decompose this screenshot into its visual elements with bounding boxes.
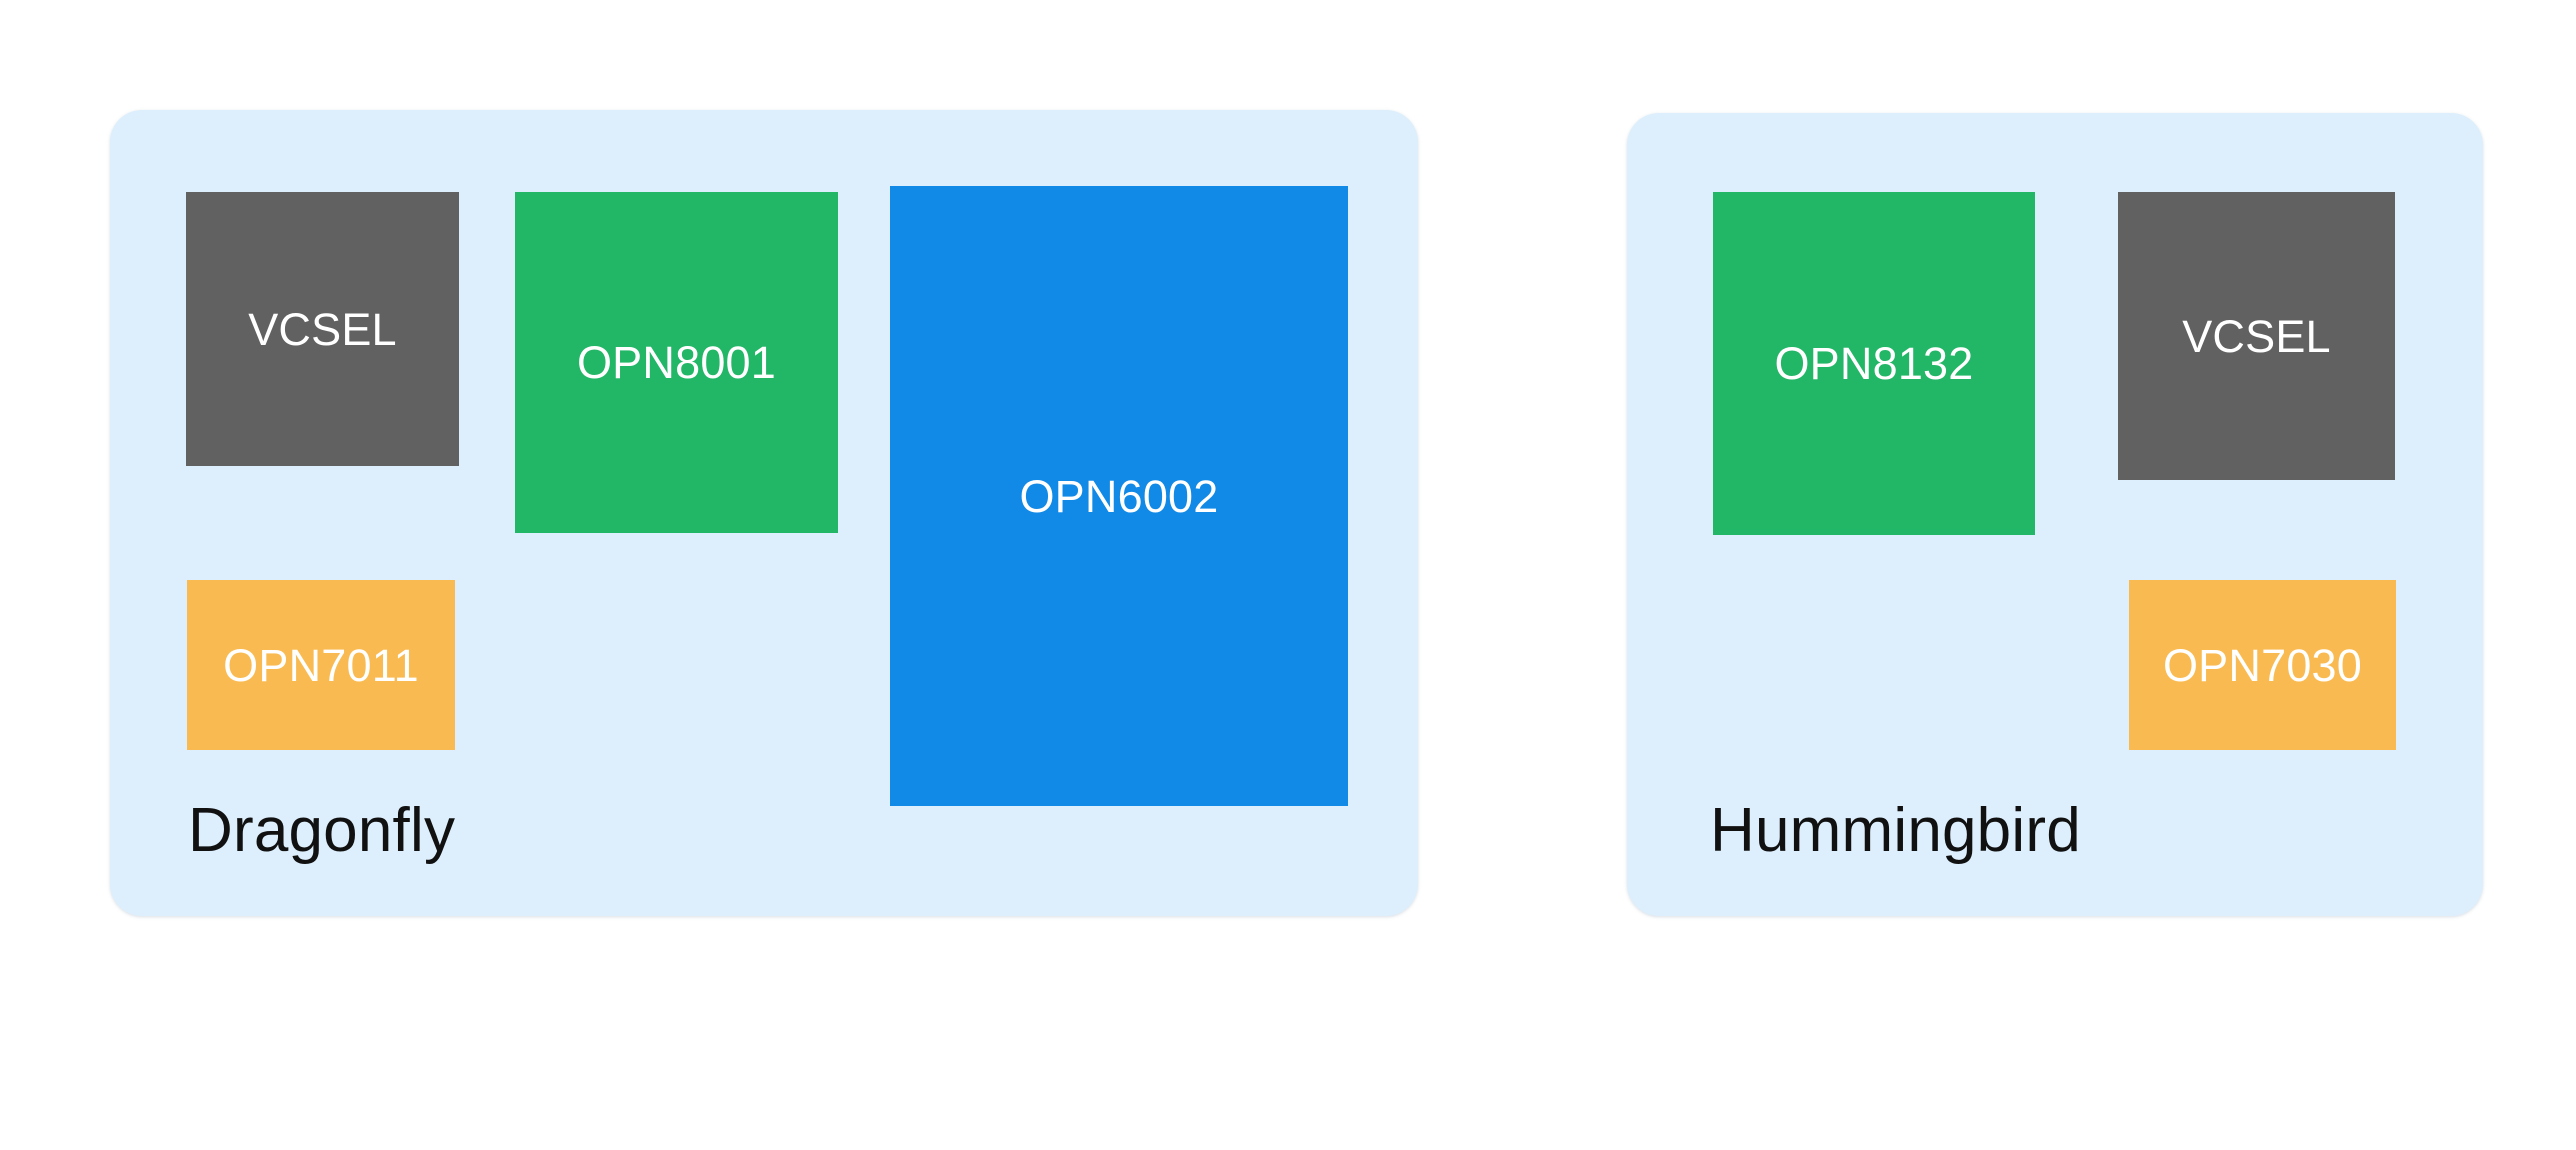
node-label-hummingbird-vcsel: VCSEL: [2182, 310, 2331, 362]
node-label-dragonfly-opn8001: OPN8001: [576, 337, 777, 388]
node-hummingbird-opn8132[interactable]: OPN8132: [1713, 192, 2035, 535]
node-label-hummingbird-opn7030: OPN7030: [2162, 639, 2363, 691]
node-hummingbird-opn7030[interactable]: OPN7030: [2129, 580, 2396, 750]
node-label-hummingbird-opn8132: OPN8132: [1774, 338, 1974, 389]
panel-title-dragonfly: Dragonfly: [188, 796, 456, 865]
node-dragonfly-opn7011[interactable]: OPN7011: [187, 580, 455, 750]
node-label-dragonfly-opn7011: OPN7011: [223, 639, 419, 691]
node-hummingbird-vcsel[interactable]: VCSEL: [2118, 192, 2395, 480]
node-dragonfly-vcsel[interactable]: VCSEL: [186, 192, 459, 466]
node-label-dragonfly-opn6002: OPN6002: [1019, 470, 1219, 522]
node-dragonfly-opn6002[interactable]: OPN6002: [890, 186, 1348, 806]
node-label-dragonfly-vcsel: VCSEL: [248, 303, 397, 355]
panel-title-hummingbird: Hummingbird: [1710, 796, 2081, 865]
node-dragonfly-opn8001[interactable]: OPN8001: [515, 192, 838, 533]
